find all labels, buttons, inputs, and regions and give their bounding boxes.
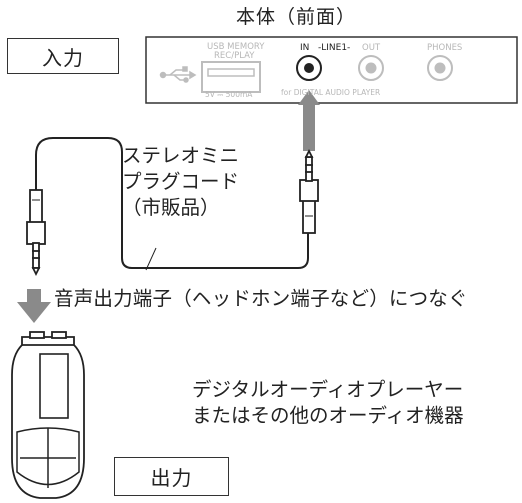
player-label: デジタルオーディオプレーヤー またはその他のオーディオ機器 — [192, 377, 464, 429]
line-in-jack — [296, 55, 322, 81]
usb-port — [201, 61, 261, 93]
cable-label-line3: （市販品） — [122, 196, 220, 219]
usb-trident-icon — [159, 66, 197, 83]
phones-label: PHONES — [427, 43, 463, 53]
digital-audio-player-label: for DIGITAL AUDIO PLAYER — [281, 88, 381, 97]
insert-arrow-up — [298, 90, 320, 151]
input-label-box: 入力 — [7, 38, 119, 74]
right-plug — [299, 148, 319, 234]
cable-label-line1: ステレオミニ — [122, 144, 240, 167]
usb-memory-label: USB MEMORY — [207, 42, 265, 52]
stereo-mini-cable — [35, 137, 309, 269]
line-out-jack — [358, 55, 384, 81]
phones-jack — [427, 55, 453, 81]
usb-rec-play-label: REC/PLAY — [214, 51, 255, 61]
output-label-box: 出力 — [114, 457, 229, 496]
cable-label-line2: プラグコード — [122, 170, 240, 193]
usb-spec-label: 5V ⎓ 500mA — [205, 90, 253, 99]
left-plug — [26, 189, 46, 277]
player-label-line2: またはその他のオーディオ機器 — [192, 404, 464, 427]
line1-label: -LINE1- — [318, 43, 351, 53]
connect-instruction: 音声出力端子（ヘッドホン端子など）につなぐ — [54, 287, 468, 310]
device-front-title: 本体（前面） — [236, 6, 357, 28]
line-in-label: IN — [300, 43, 310, 53]
cable-leader-line — [145, 247, 157, 271]
line-out-label: OUT — [362, 43, 381, 53]
player-label-line1: デジタルオーディオプレーヤー — [192, 378, 464, 401]
cable-label: ステレオミニ プラグコード （市販品） — [122, 143, 239, 221]
device-front-panel — [145, 36, 518, 104]
insert-arrow-down — [17, 289, 51, 323]
audio-player-device — [11, 331, 85, 499]
